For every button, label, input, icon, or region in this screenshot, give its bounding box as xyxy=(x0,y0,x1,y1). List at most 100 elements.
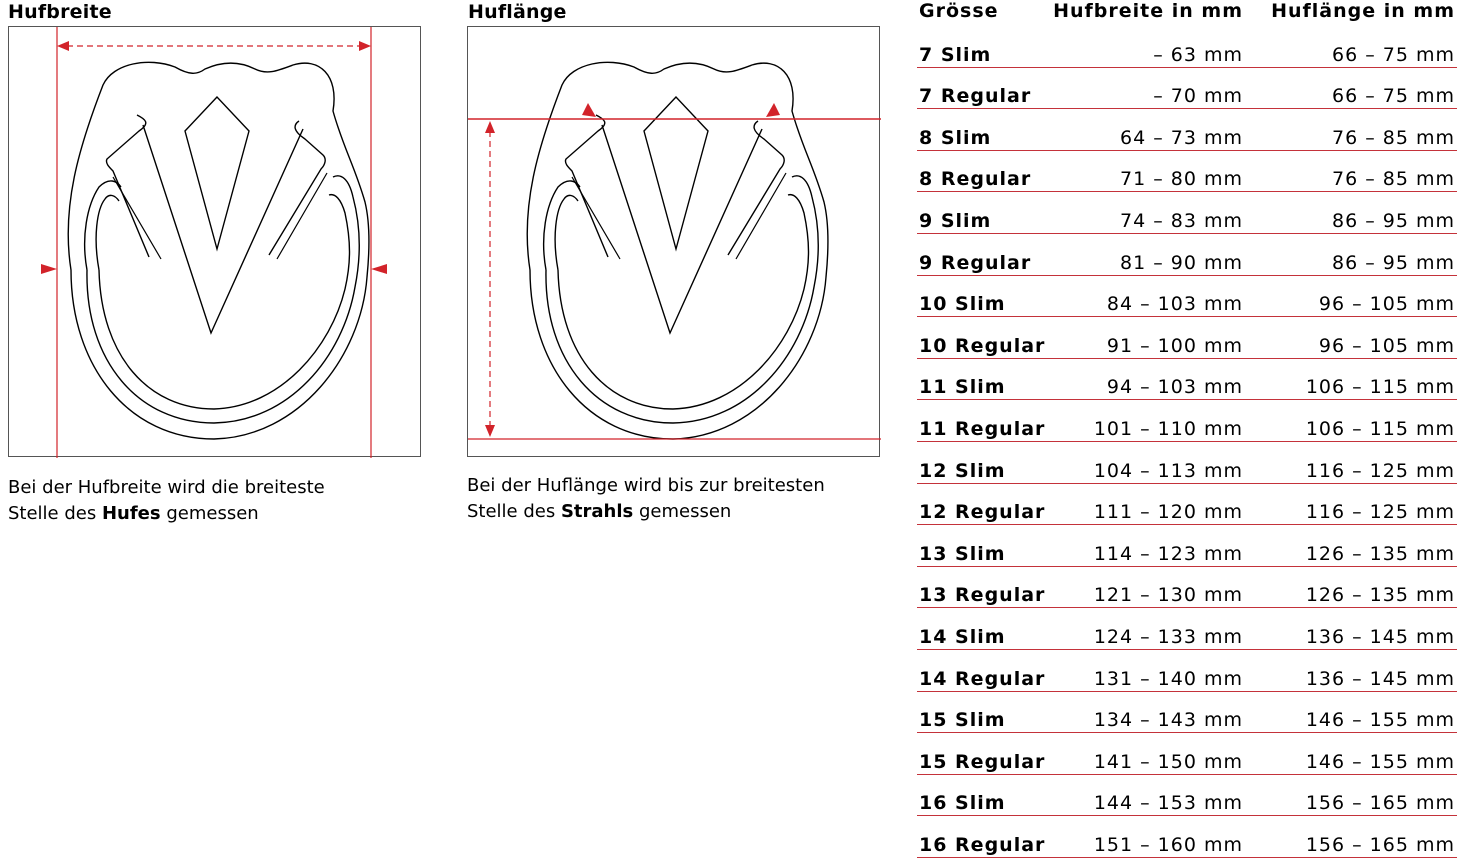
frog-arrow-left-icon xyxy=(582,103,596,117)
length-cell: 136 – 145 mm xyxy=(1245,607,1457,650)
table-header-row: Grösse Hufbreite in mm Huflänge in mm xyxy=(917,0,1457,26)
hoof-length-illustration xyxy=(468,61,881,440)
width-cell: – 63 mm xyxy=(1051,26,1245,68)
width-cell: 91 – 100 mm xyxy=(1051,316,1245,359)
width-cell: 104 – 113 mm xyxy=(1051,441,1245,484)
arrow-left-icon xyxy=(57,41,69,51)
header-hufbreite: Hufbreite in mm xyxy=(1053,0,1243,22)
arrow-up-icon xyxy=(485,121,495,133)
size-cell: 7 Regular xyxy=(917,67,1051,110)
size-cell: 13 Slim xyxy=(917,524,1051,567)
arrow-right-icon xyxy=(359,41,371,51)
header-huflaenge: Huflänge in mm xyxy=(1271,0,1455,22)
huflaenge-caption: Bei der Huflänge wird bis zur breitesten… xyxy=(467,475,825,522)
length-cell: 66 – 75 mm xyxy=(1245,26,1457,68)
size-cell: 12 Slim xyxy=(917,441,1051,484)
hufbreite-diagram xyxy=(8,26,421,458)
size-cell: 8 Slim xyxy=(917,108,1051,151)
size-cell: 9 Slim xyxy=(917,191,1051,234)
length-cell: 116 – 125 mm xyxy=(1245,483,1457,526)
length-cell: 96 – 105 mm xyxy=(1245,316,1457,359)
length-cell: 76 – 85 mm xyxy=(1245,150,1457,193)
width-cell: 84 – 103 mm xyxy=(1051,275,1245,318)
side-arrow-right-icon xyxy=(371,264,387,274)
size-cell: 7 Slim xyxy=(917,26,1051,68)
length-cell: 116 – 125 mm xyxy=(1245,441,1457,484)
width-cell: 114 – 123 mm xyxy=(1051,524,1245,567)
length-cell: 106 – 115 mm xyxy=(1245,399,1457,442)
width-cell: 124 – 133 mm xyxy=(1051,607,1245,650)
size-cell: 14 Regular xyxy=(917,649,1051,692)
width-cell: 134 – 143 mm xyxy=(1051,691,1245,734)
size-table: Grösse Hufbreite in mm Huflänge in mm 7 … xyxy=(917,0,1457,858)
width-cell: 151 – 160 mm xyxy=(1051,815,1245,858)
width-cell: 94 – 103 mm xyxy=(1051,358,1245,401)
width-cell: 71 – 80 mm xyxy=(1051,150,1245,193)
size-cell: 8 Regular xyxy=(917,150,1051,193)
arrow-down-icon xyxy=(485,425,495,437)
huflaenge-diagram xyxy=(467,26,881,457)
length-cell: 156 – 165 mm xyxy=(1245,774,1457,817)
size-cell: 12 Regular xyxy=(917,483,1051,526)
size-cell: 15 Regular xyxy=(917,732,1051,775)
length-cell: 76 – 85 mm xyxy=(1245,108,1457,151)
huflaenge-title: Huflänge xyxy=(468,1,567,23)
length-cell: 86 – 95 mm xyxy=(1245,191,1457,234)
width-cell: 81 – 90 mm xyxy=(1051,233,1245,276)
size-cell: 10 Slim xyxy=(917,275,1051,318)
hufbreite-caption: Bei der Hufbreite wird die breiteste Ste… xyxy=(8,477,325,524)
hufbreite-title: Hufbreite xyxy=(8,1,112,23)
size-cell: 13 Regular xyxy=(917,566,1051,609)
width-cell: 64 – 73 mm xyxy=(1051,108,1245,151)
width-cell: 144 – 153 mm xyxy=(1051,774,1245,817)
length-cell: 66 – 75 mm xyxy=(1245,67,1457,110)
size-cell: 14 Slim xyxy=(917,607,1051,650)
hoof-width-illustration xyxy=(41,27,387,458)
length-cell: 106 – 115 mm xyxy=(1245,358,1457,401)
side-arrow-left-icon xyxy=(41,264,57,274)
length-cell: 146 – 155 mm xyxy=(1245,691,1457,734)
frog-arrow-right-icon xyxy=(766,103,780,117)
size-cell: 15 Slim xyxy=(917,691,1051,734)
header-groesse: Grösse xyxy=(919,0,999,22)
width-cell: 111 – 120 mm xyxy=(1051,483,1245,526)
width-cell: – 70 mm xyxy=(1051,67,1245,110)
length-cell: 86 – 95 mm xyxy=(1245,233,1457,276)
length-cell: 96 – 105 mm xyxy=(1245,275,1457,318)
length-cell: 126 – 135 mm xyxy=(1245,566,1457,609)
size-cell: 11 Regular xyxy=(917,399,1051,442)
width-cell: 121 – 130 mm xyxy=(1051,566,1245,609)
width-cell: 74 – 83 mm xyxy=(1051,191,1245,234)
size-cell: 16 Slim xyxy=(917,774,1051,817)
length-cell: 136 – 145 mm xyxy=(1245,649,1457,692)
size-cell: 9 Regular xyxy=(917,233,1051,276)
length-cell: 156 – 165 mm xyxy=(1245,815,1457,858)
width-cell: 101 – 110 mm xyxy=(1051,399,1245,442)
length-cell: 126 – 135 mm xyxy=(1245,524,1457,567)
size-cell: 11 Slim xyxy=(917,358,1051,401)
width-cell: 141 – 150 mm xyxy=(1051,732,1245,775)
size-cell: 10 Regular xyxy=(917,316,1051,359)
width-cell: 131 – 140 mm xyxy=(1051,649,1245,692)
length-cell: 146 – 155 mm xyxy=(1245,732,1457,775)
